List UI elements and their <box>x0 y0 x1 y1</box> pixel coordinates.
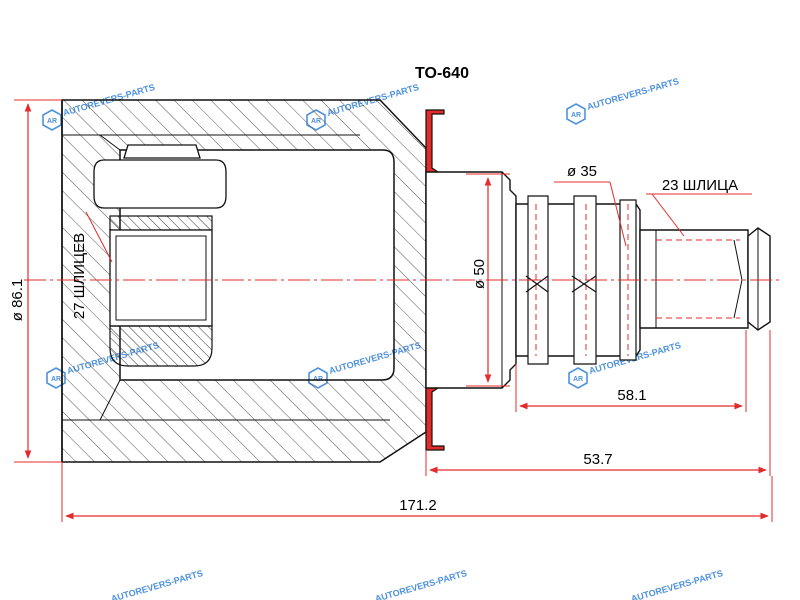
label-seal-diameter: ø 50 <box>471 259 488 289</box>
watermark-text: AUTOREVERS-PARTS <box>374 568 468 600</box>
tripod-roller <box>93 144 227 367</box>
label-outer-splines: 23 ШЛИЦА <box>662 177 738 194</box>
svg-text:AR: AR <box>47 118 57 125</box>
watermark-logo: AR <box>566 103 586 125</box>
part-number-title: TO-640 <box>415 65 469 82</box>
svg-text:AR: AR <box>573 376 583 383</box>
dim-shaft-length: 53.7 <box>425 330 771 476</box>
label-shaft-diameter: ø 35 <box>567 163 597 180</box>
housing-section <box>61 99 427 463</box>
watermark-logo: AR <box>568 367 588 389</box>
watermark-logo: AR <box>42 109 62 131</box>
label-stem-length: 58.1 <box>617 387 646 404</box>
dim-total-length: 171.2 <box>61 462 773 522</box>
dim-stem-length: 58.1 <box>515 330 747 412</box>
label-outer-diameter: ø 86.1 <box>9 279 26 322</box>
watermark-text: AUTOREVERS-PARTS <box>630 568 724 600</box>
watermark-text: AUTOREVERS-PARTS <box>110 568 204 600</box>
label-shaft-length: 53.7 <box>583 451 612 468</box>
svg-text:AR: AR <box>571 112 581 119</box>
dim-shaft-diameter: ø 35 <box>554 163 627 247</box>
svg-text:AR: AR <box>51 376 61 383</box>
dim-inner-splines: 27 ШЛИЦЕВ <box>71 211 113 319</box>
label-inner-splines: 27 ШЛИЦЕВ <box>71 233 88 319</box>
label-total-length: 171.2 <box>399 497 437 514</box>
watermark-text: AUTOREVERS-PARTS <box>586 76 680 112</box>
dim-outer-diameter: ø 86.1 <box>9 99 62 463</box>
dim-outer-splines: 23 ШЛИЦА <box>646 177 752 237</box>
dim-seal-diameter: ø 50 <box>466 173 510 387</box>
